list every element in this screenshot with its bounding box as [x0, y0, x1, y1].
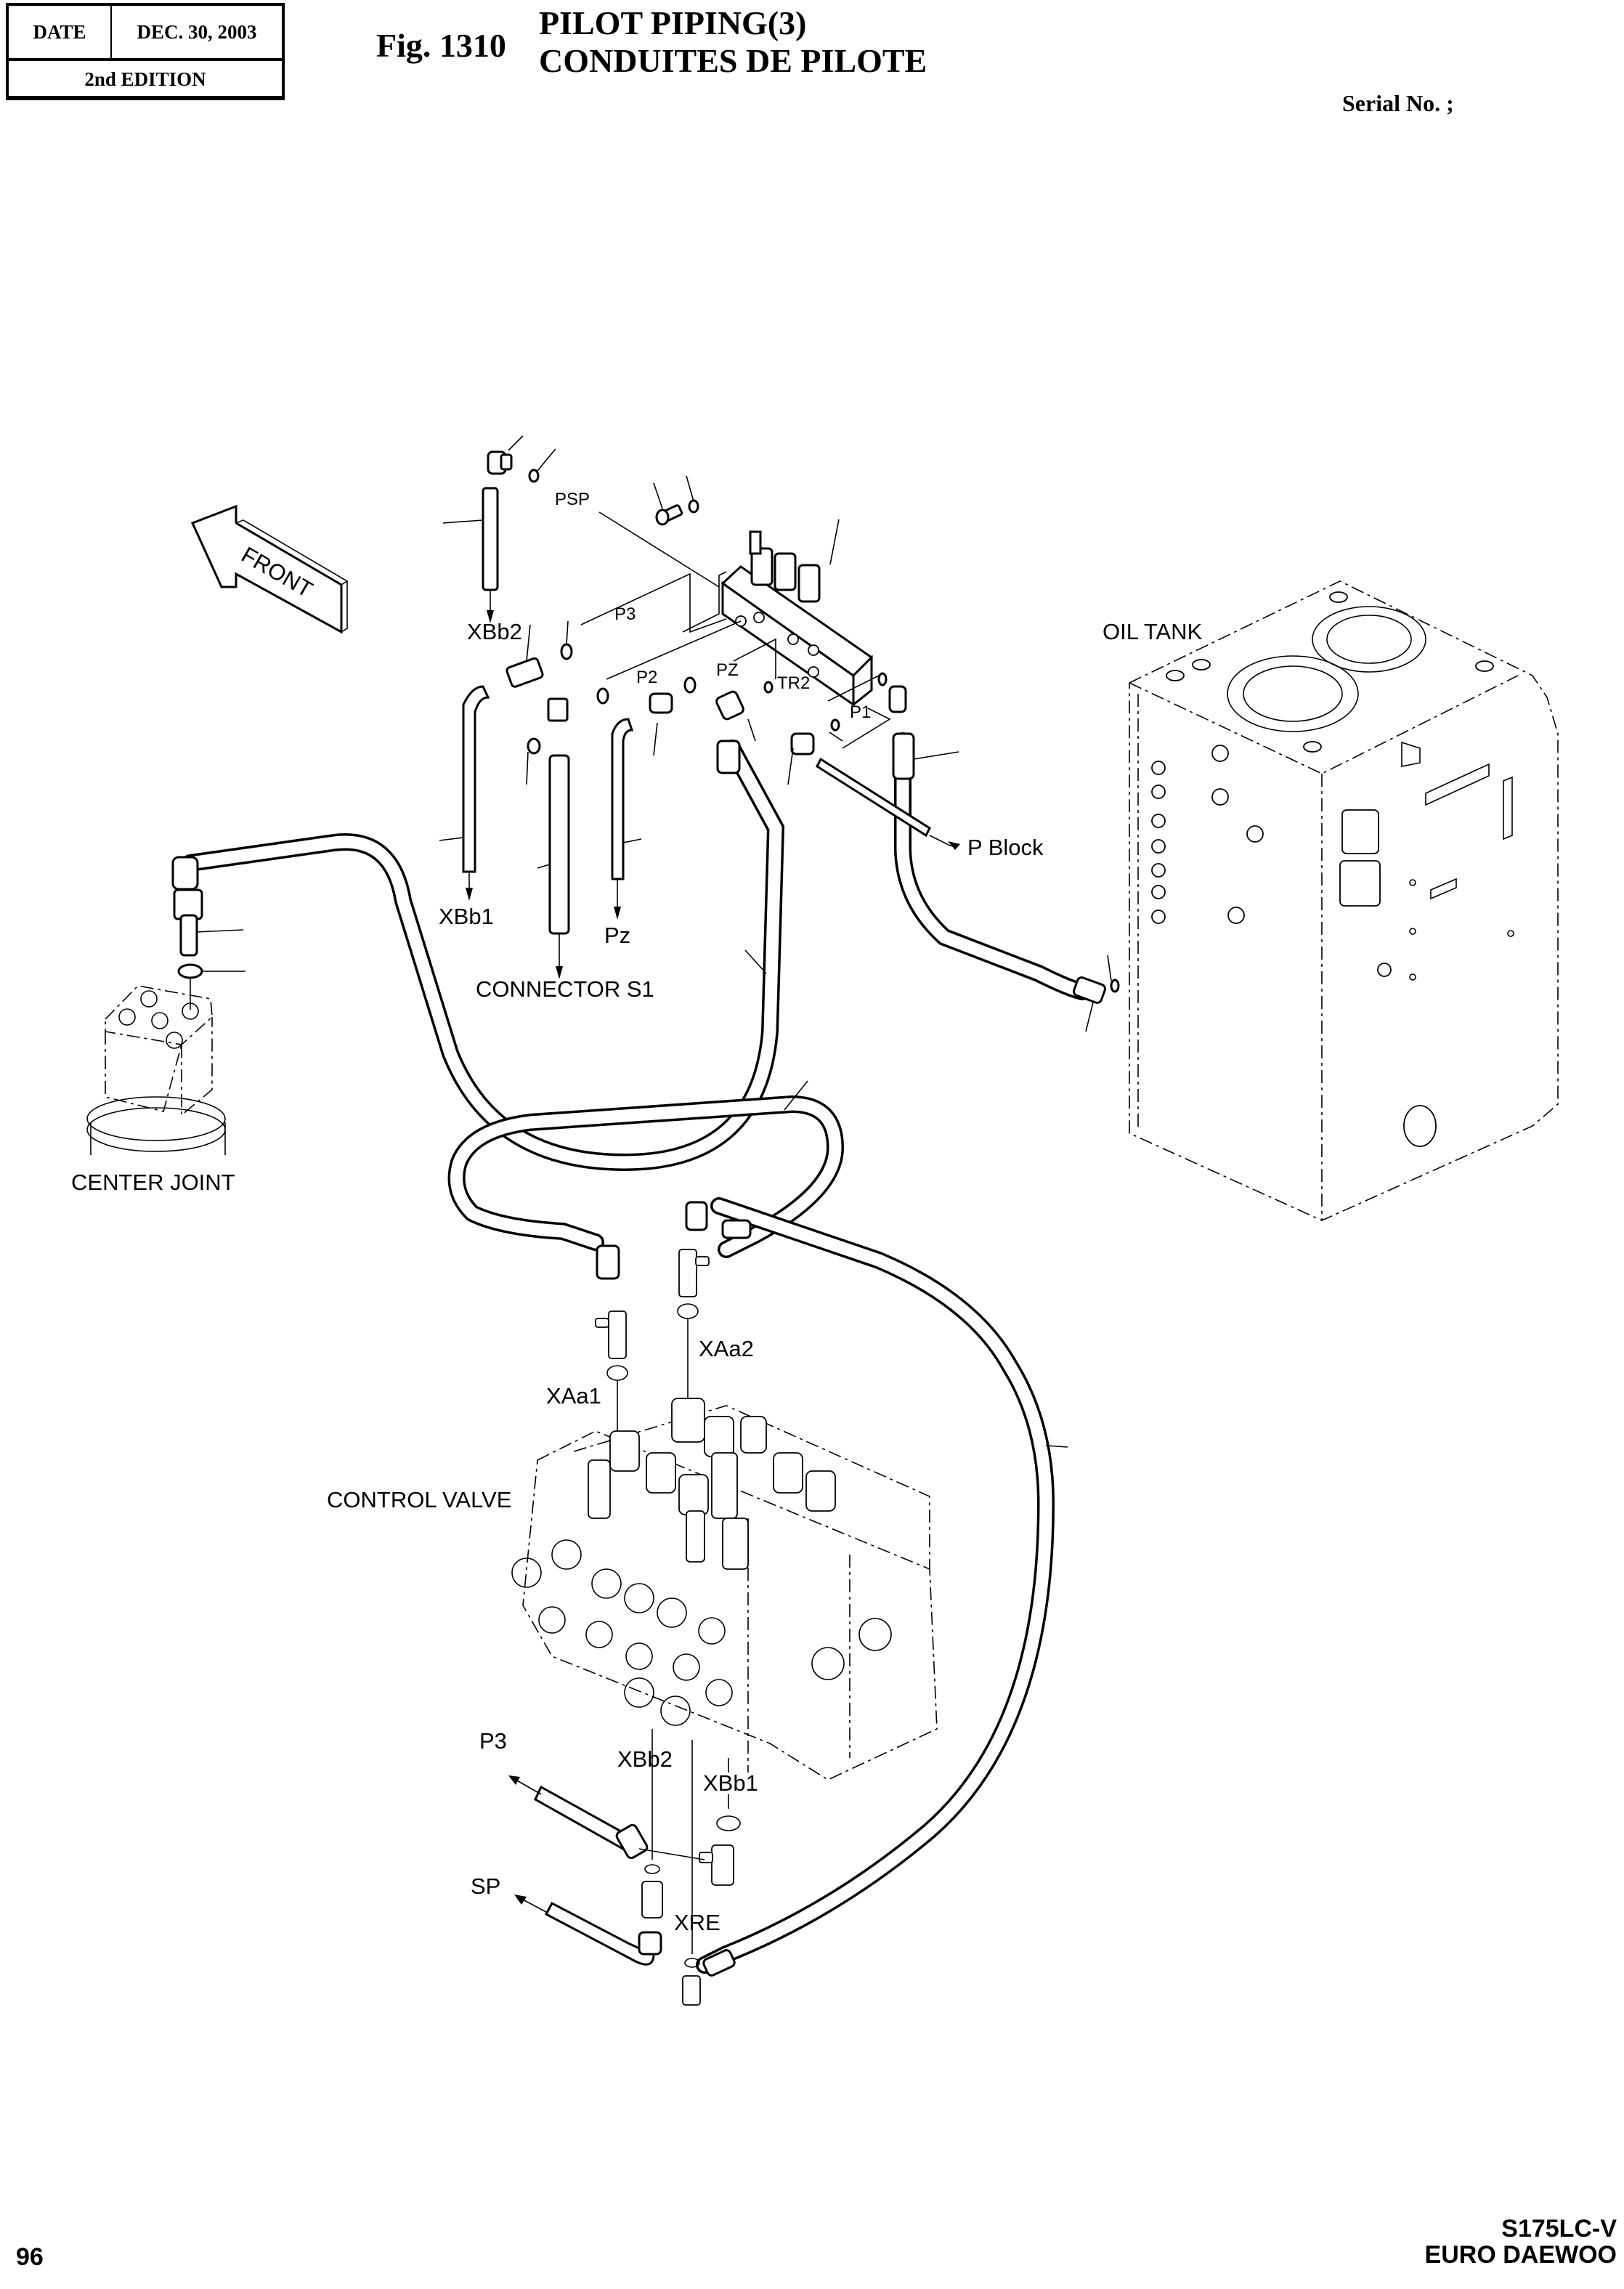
- control-valve-hose: [447, 1080, 845, 1280]
- figure-number: Fig. 1310: [376, 27, 506, 64]
- pilot-solenoid-block: [720, 519, 874, 708]
- label-pz-upper: PZ: [716, 660, 739, 680]
- title-block: DATE DEC. 30, 2003 2nd EDITION: [6, 3, 285, 100]
- center-joint: [86, 888, 245, 1155]
- edition: 2nd EDITION: [84, 68, 206, 90]
- label-center-joint: CENTER JOINT: [71, 1170, 235, 1195]
- model-name: S175LC-V: [1501, 2215, 1617, 2243]
- label-xbb1-bottom: XBb1: [703, 1770, 758, 1796]
- page-number: 96: [16, 2243, 44, 2271]
- lower-fittings: [508, 1729, 741, 2006]
- label-pz-lower: Pz: [604, 923, 630, 948]
- valve-spools: [588, 1398, 836, 1570]
- front-arrow: FRONT: [190, 504, 349, 634]
- label-control-valve: CONTROL VALVE: [327, 1487, 511, 1512]
- long-pilot-hose: [696, 1197, 1068, 1974]
- label-sp: SP: [471, 1873, 500, 1899]
- xbb2-hose-assembly: [442, 435, 556, 623]
- label-p3-bottom: P3: [479, 1728, 507, 1754]
- label-p3-top: P3: [614, 604, 636, 624]
- label-connector-s1: CONNECTOR S1: [476, 976, 654, 1002]
- serial-number-label: Serial No. ;: [1342, 90, 1454, 116]
- label-xbb2-bottom: XBb2: [617, 1746, 673, 1772]
- oil-tank: [1129, 580, 1559, 1221]
- label-xaa2: XAa2: [699, 1336, 754, 1361]
- label-p-block: P Block: [967, 835, 1044, 860]
- p-block-hose: [816, 732, 1120, 1032]
- bolt-washer: [653, 475, 699, 526]
- label-oil-tank: OIL TANK: [1103, 619, 1203, 644]
- fittings-row: [506, 620, 907, 785]
- figure-title-fr: CONDUITES DE PILOTE: [539, 42, 927, 79]
- figure-title-en: PILOT PIPING(3): [539, 4, 807, 41]
- label-tr2: TR2: [777, 673, 810, 693]
- hose-stubs: [439, 685, 642, 979]
- valve-ports: [511, 1539, 892, 1726]
- figure-title: PILOT PIPING(3) CONDUITES DE PILOTE: [539, 4, 927, 80]
- date-label: DATE: [9, 6, 112, 58]
- label-p2: P2: [636, 668, 657, 687]
- label-xbb1-top: XBb1: [439, 904, 494, 929]
- label-psp: PSP: [555, 490, 590, 509]
- front-arrow-label: FRONT: [237, 542, 317, 603]
- date-value: DEC. 30, 2003: [137, 20, 257, 43]
- model-block: S175LC-V EURO DAEWOO: [1425, 2216, 1617, 2268]
- label-xaa1: XAa1: [546, 1383, 601, 1409]
- label-xre: XRE: [674, 1910, 720, 1935]
- label-p1: P1: [850, 702, 871, 722]
- control-valve: [511, 1398, 938, 1780]
- title-block-date-row: DATE DEC. 30, 2003: [9, 6, 282, 61]
- label-xbb2-top: XBb2: [467, 619, 522, 644]
- brand-name: EURO DAEWOO: [1424, 2241, 1617, 2269]
